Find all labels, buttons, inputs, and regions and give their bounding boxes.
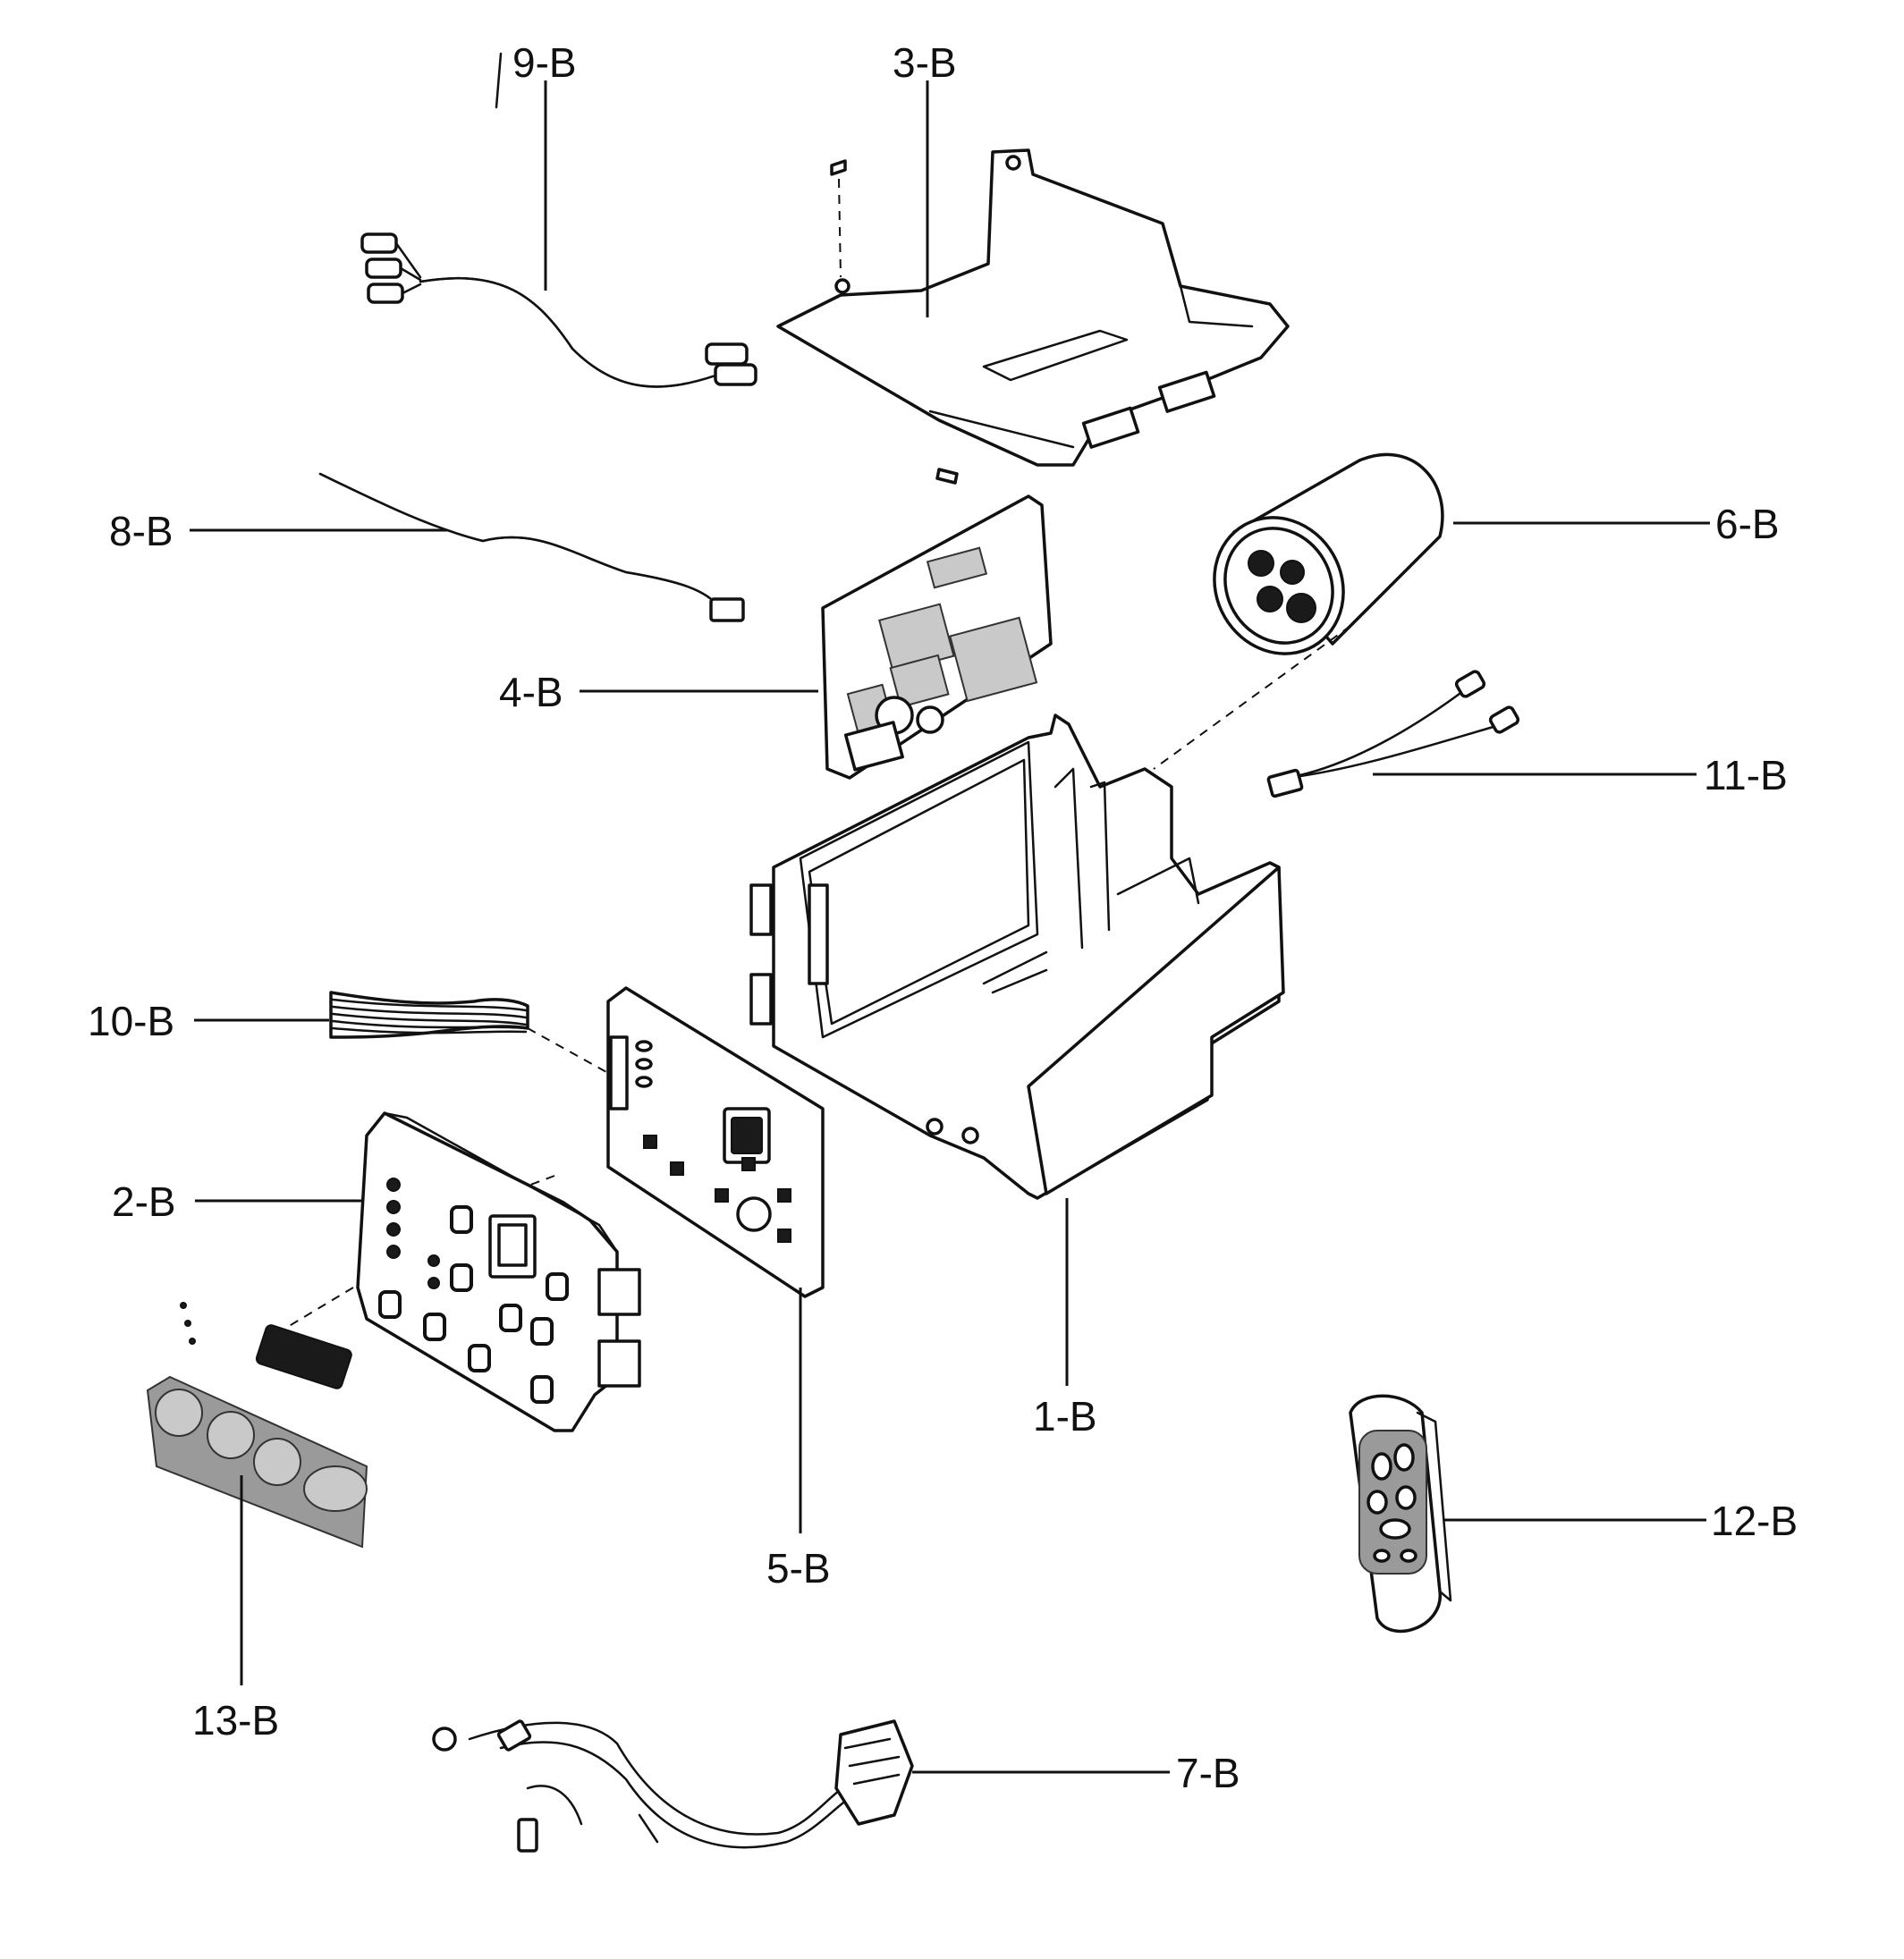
part-7b-power-cord (432, 1719, 914, 1853)
part-11b-wire-pair (1266, 670, 1520, 798)
leader-lines (190, 80, 1710, 1774)
callout-labels: 9-B 3-B 8-B 4-B 6-B 11-B 10-B 2-B 5-B 1-… (88, 39, 1798, 1796)
part-3b-top-cover (776, 148, 1290, 467)
callout-4b: 4-B (499, 669, 563, 715)
part-2b-front-panel (285, 1111, 641, 1432)
callout-9b: 9-B (512, 39, 577, 86)
part-9b-wire-harness (360, 52, 757, 388)
part-10b-ribbon-cable (329, 991, 609, 1074)
callout-10b: 10-B (88, 998, 174, 1044)
callout-2b: 2-B (112, 1178, 176, 1225)
callout-6b: 6-B (1715, 501, 1780, 547)
callout-1b: 1-B (1033, 1393, 1097, 1440)
part-4b-main-pcb (821, 468, 1053, 780)
callout-8b: 8-B (109, 508, 173, 554)
callout-7b: 7-B (1176, 1750, 1240, 1796)
part-5b-display-pcb (518, 986, 825, 1298)
part-12b-remote-control (1349, 1394, 1452, 1634)
callout-11b: 11-B (1704, 752, 1788, 798)
callout-3b: 3-B (893, 39, 957, 86)
part-6b-capacitor (1153, 452, 1444, 770)
part-13b-label-sticker (146, 1302, 368, 1549)
callout-13b: 13-B (192, 1697, 279, 1744)
callout-12b: 12-B (1711, 1498, 1798, 1544)
callout-5b: 5-B (766, 1545, 831, 1592)
part-8b-sensor-wire (318, 472, 745, 622)
part-1b-control-box (749, 714, 1285, 1200)
